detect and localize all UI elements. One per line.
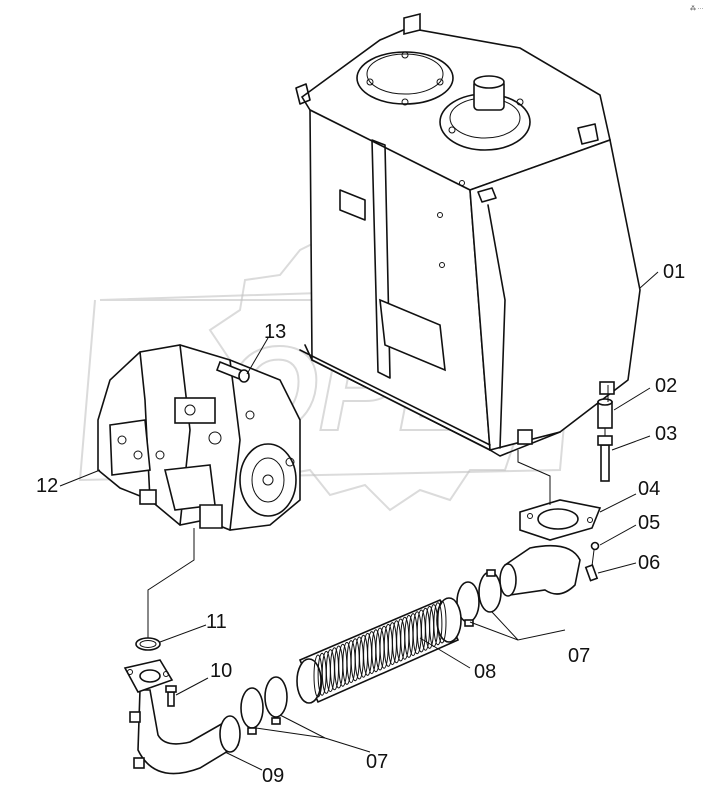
label-05: 05: [638, 512, 660, 534]
label-01: 01: [663, 261, 685, 283]
hydraulic-pump: [97, 344, 301, 531]
label-09: 09: [262, 765, 284, 787]
label-04: 04: [638, 478, 660, 500]
label-07-upper: 07: [568, 645, 590, 667]
bolt-10: [165, 685, 177, 707]
label-11: 11: [206, 611, 227, 633]
bolt-03: [597, 435, 613, 482]
label-03: 03: [655, 423, 677, 445]
label-10: 10: [210, 660, 232, 682]
o-ring: [135, 637, 161, 651]
suction-elbow: [499, 544, 581, 597]
label-07-lower: 07: [366, 751, 388, 773]
hose-clamps-upper: [456, 569, 502, 627]
hose-rib: [433, 602, 443, 646]
corrugated-hose: [296, 597, 462, 704]
flange-plate: [519, 499, 602, 541]
label-06: 06: [638, 552, 660, 574]
part-labels: 01 02 03 04 05 06 07 07 08 09 10 11 12 1…: [36, 261, 685, 787]
hose-clamps-lower: [240, 676, 288, 735]
bolt-06: [584, 564, 599, 582]
hydraulic-tank: [295, 12, 641, 457]
label-02: 02: [655, 375, 677, 397]
spacer: [597, 398, 613, 429]
label-13: 13: [264, 321, 286, 343]
corner-mark: ⁂ ···: [690, 6, 704, 12]
label-12: 12: [36, 475, 58, 497]
washer-05: [590, 541, 600, 551]
reference-lines: [59, 271, 659, 771]
label-08: 08: [474, 661, 496, 683]
suction-pipe: [123, 659, 241, 775]
hose-rib: [437, 600, 447, 644]
bolt-13: [215, 360, 250, 383]
